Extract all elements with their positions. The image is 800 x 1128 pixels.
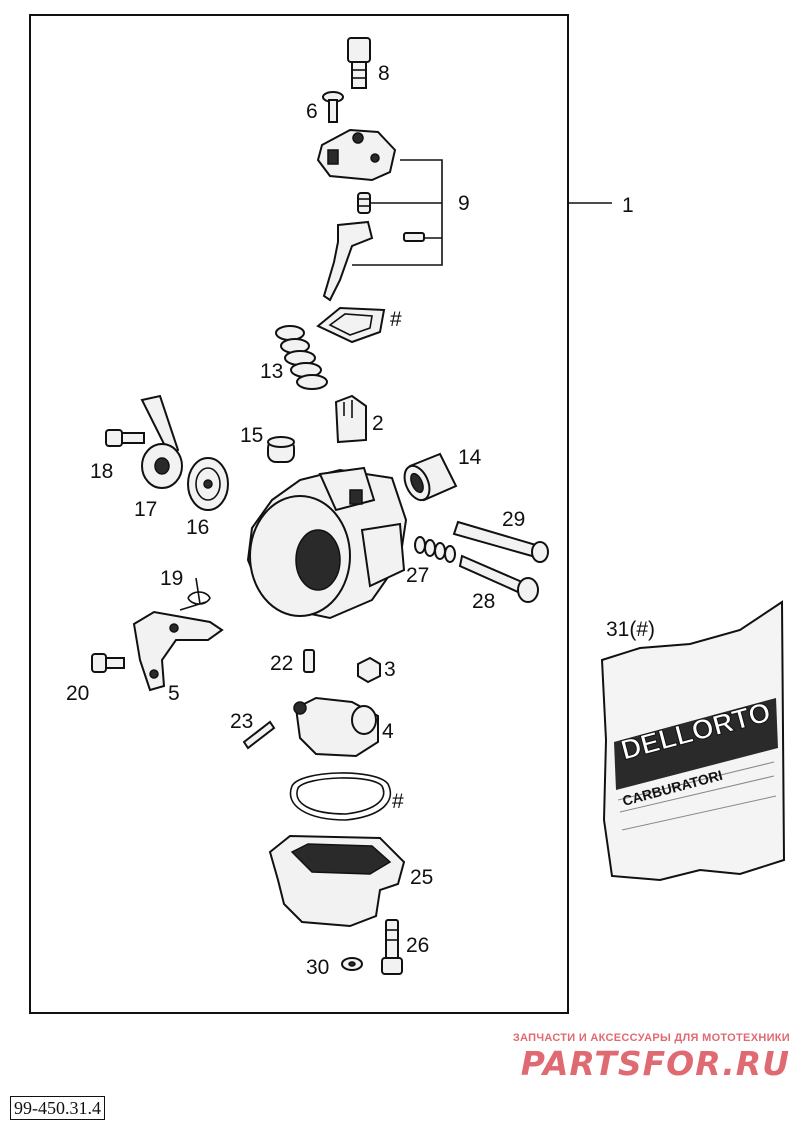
gasket-kit-bag: DELLORTO CARBURATORI [600, 600, 786, 882]
callout-30: 30 [306, 956, 329, 979]
callout-31: 31(#) [606, 618, 655, 641]
part-27-spring [414, 536, 456, 563]
pin [403, 232, 425, 242]
part-26-bolt [381, 919, 403, 975]
part-3-nut [357, 656, 381, 684]
callout-hash-bottom: # [392, 790, 404, 813]
callout-hash-top: # [390, 308, 402, 331]
part-14-cylinder [403, 452, 458, 502]
callout-16: 16 [186, 516, 209, 539]
callout-26: 26 [406, 934, 429, 957]
part-2-slide [334, 394, 367, 444]
callout-2: 2 [372, 412, 384, 435]
small-spring [357, 192, 371, 214]
callout-13: 13 [260, 360, 283, 383]
callout-14: 14 [458, 446, 482, 469]
part-20-screw [91, 653, 125, 673]
callout-17: 17 [134, 498, 157, 521]
part-15-cap [267, 436, 295, 463]
callout-15: 15 [240, 424, 263, 447]
bracket-9 [352, 159, 443, 266]
callout-5: 5 [168, 682, 180, 705]
part-17-lever [140, 394, 183, 489]
carburetor-body [246, 466, 408, 620]
callout-22: 22 [270, 652, 293, 675]
throttle-cover [316, 128, 397, 182]
part-13-spring [275, 325, 328, 390]
callout-9: 9 [458, 192, 470, 215]
part-30-washer [341, 957, 363, 971]
callout-23: 23 [230, 710, 253, 733]
part-6-screw [322, 91, 344, 123]
part-23-pin [242, 720, 276, 750]
part-5-bracket [132, 610, 224, 692]
callout-25: 25 [410, 866, 433, 889]
lever [322, 220, 374, 302]
callout-27: 27 [406, 564, 429, 587]
part-28-screw [458, 554, 539, 603]
callout-18: 18 [90, 460, 113, 483]
callout-4: 4 [382, 720, 394, 743]
callout-20: 20 [66, 682, 89, 705]
callout-8: 8 [378, 62, 390, 85]
part-25-float-bowl [268, 834, 406, 928]
callout-3: 3 [384, 658, 396, 681]
part-8-bolt [347, 37, 371, 89]
callout-28: 28 [472, 590, 495, 613]
part-19-spring [179, 577, 211, 611]
part-22-jet [303, 649, 315, 673]
document-code: 99-450.31.4 [10, 1096, 105, 1120]
callout-19: 19 [160, 567, 183, 590]
callout-29: 29 [502, 508, 525, 531]
part-18-screw [105, 429, 145, 447]
callout-6: 6 [306, 100, 318, 123]
gasket-top [316, 306, 386, 344]
watermark-logo: PARTSFOR.RU [520, 1044, 790, 1083]
part-4-float [293, 696, 379, 758]
gasket-bottom [289, 772, 392, 821]
part-16-pulley [187, 457, 229, 511]
watermark-subtitle: ЗАПЧАСТИ И АКСЕССУАРЫ ДЛЯ МОТОТЕХНИКИ [512, 1032, 790, 1044]
callout-1: 1 [622, 194, 634, 217]
assembly-frame [29, 14, 569, 1014]
part-29-screw [452, 520, 549, 563]
